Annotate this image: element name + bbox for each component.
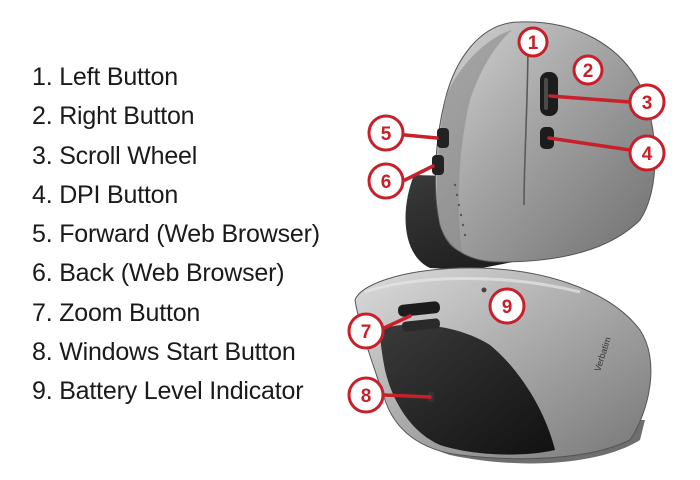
svg-text:2: 2 (583, 61, 594, 82)
legend-item-scroll-wheel: 3. Scroll Wheel (32, 141, 198, 170)
svg-text:1: 1 (528, 33, 539, 54)
callouts: 1 2 3 4 5 6 7 8 (347, 26, 666, 414)
zoom-button (397, 301, 441, 317)
legend-item-zoom-button: 7. Zoom Button (32, 298, 201, 327)
svg-text:5: 5 (381, 124, 392, 145)
legend-item-battery-indicator: 9. Battery Level Indicator (32, 377, 304, 406)
legend-item-dpi-button: 4. DPI Button (32, 180, 179, 209)
legend-item-forward: 5. Forward (Web Browser) (32, 220, 320, 249)
mouse-top-button-seam (523, 39, 529, 206)
callout-9: 9 (488, 287, 526, 325)
battery-indicator-light (481, 287, 487, 293)
callout-5: 5 (367, 114, 405, 152)
scroll-wheel-highlight (544, 78, 548, 110)
mouse-top-view (405, 21, 656, 270)
mouse-side-top-highlight (364, 276, 581, 294)
back-side-button (432, 155, 444, 175)
zoom-button-lower (401, 318, 441, 332)
callout-7: 7 (347, 312, 385, 350)
svg-text:3: 3 (642, 93, 653, 114)
side-grip-dots (453, 183, 467, 237)
scroll-wheel (540, 72, 558, 116)
legend-item-back: 6. Back (Web Browser) (32, 259, 285, 288)
callout-6: 6 (367, 162, 405, 200)
legend-item-right-button: 2. Right Button (32, 102, 195, 131)
callout-8: 8 (347, 376, 385, 414)
legend-item-left-button: 1. Left Button (32, 63, 178, 91)
dpi-button (540, 127, 554, 149)
legend-item-windows-start-button: 8. Windows Start Button (32, 338, 296, 367)
mouse-top-left-side (437, 30, 512, 252)
forward-side-button (437, 128, 449, 148)
svg-text:9: 9 (502, 297, 513, 318)
callout-4: 4 (628, 134, 666, 172)
mouse-side-view: Verbatim (354, 267, 652, 464)
mouse-side-rubber-grip (380, 324, 555, 455)
callout-3: 3 (628, 83, 666, 121)
svg-text:7: 7 (361, 322, 372, 343)
svg-text:4: 4 (642, 144, 653, 165)
callout-2: 2 (572, 54, 604, 86)
leader-lines (382, 94, 632, 399)
svg-text:6: 6 (381, 172, 392, 193)
legend-list: 1. Left Button 2. Right Button 3. Scroll… (32, 58, 320, 412)
callout-1: 1 (517, 26, 549, 58)
svg-text:8: 8 (361, 386, 372, 407)
